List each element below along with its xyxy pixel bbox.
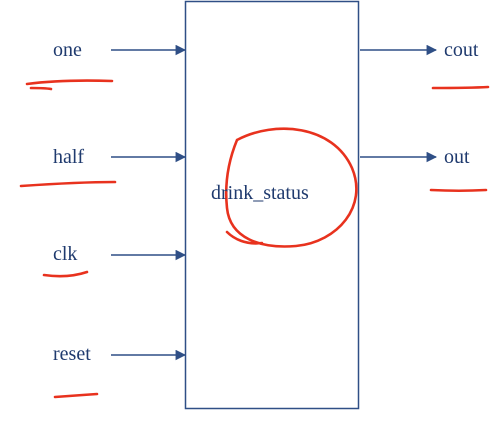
underline-reset bbox=[53, 392, 99, 399]
circle-around-module-name bbox=[224, 127, 358, 248]
output-label-out: out bbox=[444, 146, 470, 168]
input-label-reset: reset bbox=[53, 343, 91, 365]
underline-half bbox=[19, 180, 117, 188]
input-label-half: half bbox=[53, 146, 85, 168]
red-annotation-strokes bbox=[19, 79, 490, 399]
underline-out bbox=[429, 188, 488, 193]
underline-cout bbox=[431, 85, 490, 90]
output-label-cout: cout bbox=[444, 39, 479, 61]
module-name: drink_status bbox=[211, 182, 309, 204]
underline-one-extra bbox=[29, 86, 53, 91]
module-block bbox=[184, 0, 360, 410]
input-label-clk: clk bbox=[53, 243, 78, 265]
underline-clk bbox=[42, 270, 89, 278]
underline-one bbox=[25, 79, 114, 86]
input-label-one: one bbox=[53, 39, 82, 61]
